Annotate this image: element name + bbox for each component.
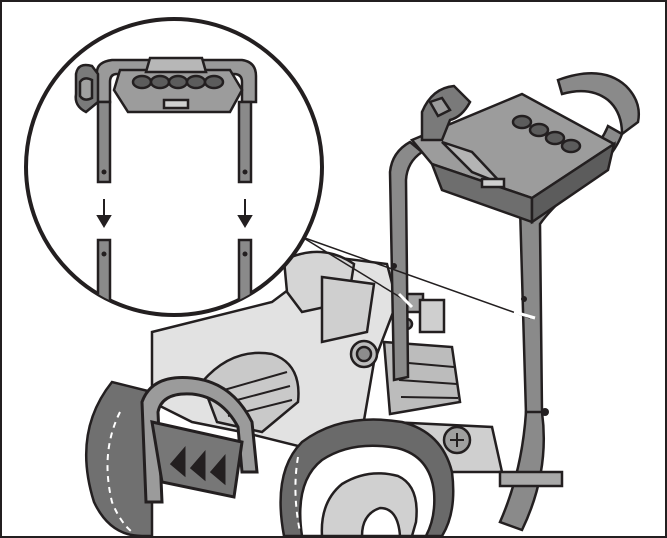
callout-targets [397, 292, 536, 320]
front-bumper [140, 376, 259, 504]
control-panel [409, 92, 617, 225]
frame-bolts [391, 263, 549, 416]
hose-hook [420, 84, 472, 142]
detail-callout [24, 17, 324, 317]
callout-leader [301, 236, 531, 319]
detail-hose-hook [74, 63, 100, 114]
detail-control-panel [112, 56, 244, 114]
left-wheel [84, 380, 154, 536]
right-wheel [279, 418, 455, 536]
arrow-down-icon [237, 199, 253, 228]
arrow-down-icon [96, 199, 112, 228]
fuel-cap [349, 339, 379, 369]
